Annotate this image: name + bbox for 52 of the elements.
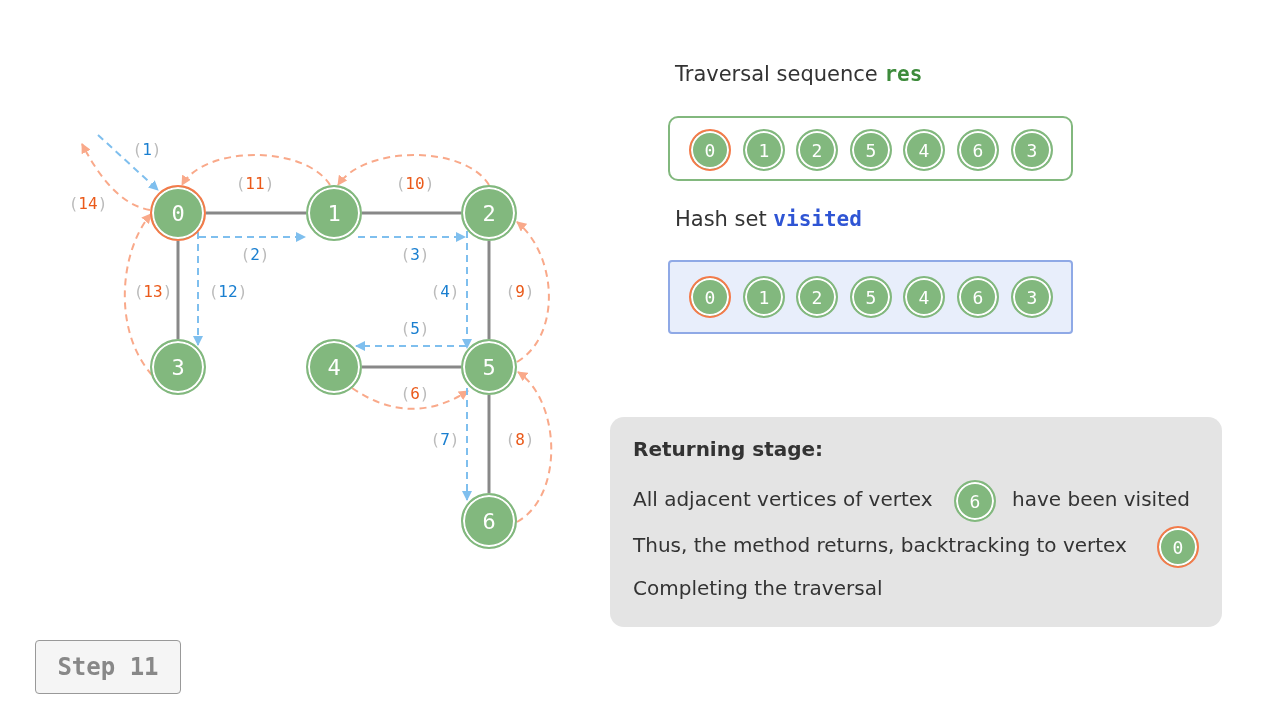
- vertex-circle: 1: [306, 185, 362, 241]
- vertex-circle: 0: [689, 129, 731, 171]
- vertex-circle: 2: [796, 129, 838, 171]
- graph-edge: [487, 395, 491, 493]
- dashed-arrow: [181, 154, 331, 186]
- dashed-arrow: [516, 221, 550, 363]
- vertex-circle: 4: [903, 129, 945, 171]
- panel-heading: Returning stage:: [633, 437, 824, 461]
- dashed-arrow: [198, 232, 306, 242]
- vertex-circle: 3: [1011, 276, 1053, 318]
- dashed-arrow: [81, 143, 151, 211]
- dashed-arrow: [357, 232, 466, 242]
- vertex-circle: 0: [689, 276, 731, 318]
- description-text: have been visited: [1012, 487, 1190, 511]
- vertex-circle: 1: [743, 129, 785, 171]
- vertex-circle: 0: [150, 185, 206, 241]
- dashed-arrow: [462, 387, 472, 501]
- graph-edge: [176, 241, 180, 339]
- vertex-circle: 5: [850, 129, 892, 171]
- vertex-circle: 6: [954, 480, 996, 522]
- vertex-circle: 6: [957, 129, 999, 171]
- info-panel: [610, 417, 1222, 627]
- vertex-circle: 4: [903, 276, 945, 318]
- vertex-circle: 2: [461, 185, 517, 241]
- vertex-circle: 6: [957, 276, 999, 318]
- vertex-circle: 3: [1011, 129, 1053, 171]
- section-heading: Traversal sequence res: [675, 62, 923, 86]
- dashed-arrow: [337, 154, 490, 186]
- dashed-arrow: [193, 231, 203, 346]
- graph-edge: [362, 211, 461, 215]
- section-heading: Hash set visited: [675, 207, 862, 231]
- dashed-arrow: [516, 371, 553, 523]
- vertex-circle: 4: [306, 339, 362, 395]
- vertex-circle: 5: [850, 276, 892, 318]
- description-text: Thus, the method returns, backtracking to vertex: [633, 533, 1127, 557]
- dashed-arrow: [351, 387, 469, 410]
- dashed-arrow: [123, 213, 153, 376]
- step-label: Step 11: [35, 640, 181, 694]
- vertex-circle: 3: [150, 339, 206, 395]
- graph-edge: [487, 241, 491, 339]
- graph-edge: [362, 365, 461, 369]
- vertex-circle: 5: [461, 339, 517, 395]
- vertex-circle: 0: [1157, 526, 1199, 568]
- graph-edge: [206, 211, 306, 215]
- description-text: All adjacent vertices of vertex: [633, 487, 933, 511]
- description-text: Completing the traversal: [633, 576, 883, 600]
- dashed-arrow: [355, 341, 467, 351]
- vertex-circle: 6: [461, 493, 517, 549]
- vertex-circle: 2: [796, 276, 838, 318]
- vertex-circle: 1: [743, 276, 785, 318]
- dashed-arrow: [97, 134, 159, 191]
- dashed-arrow: [462, 230, 472, 349]
